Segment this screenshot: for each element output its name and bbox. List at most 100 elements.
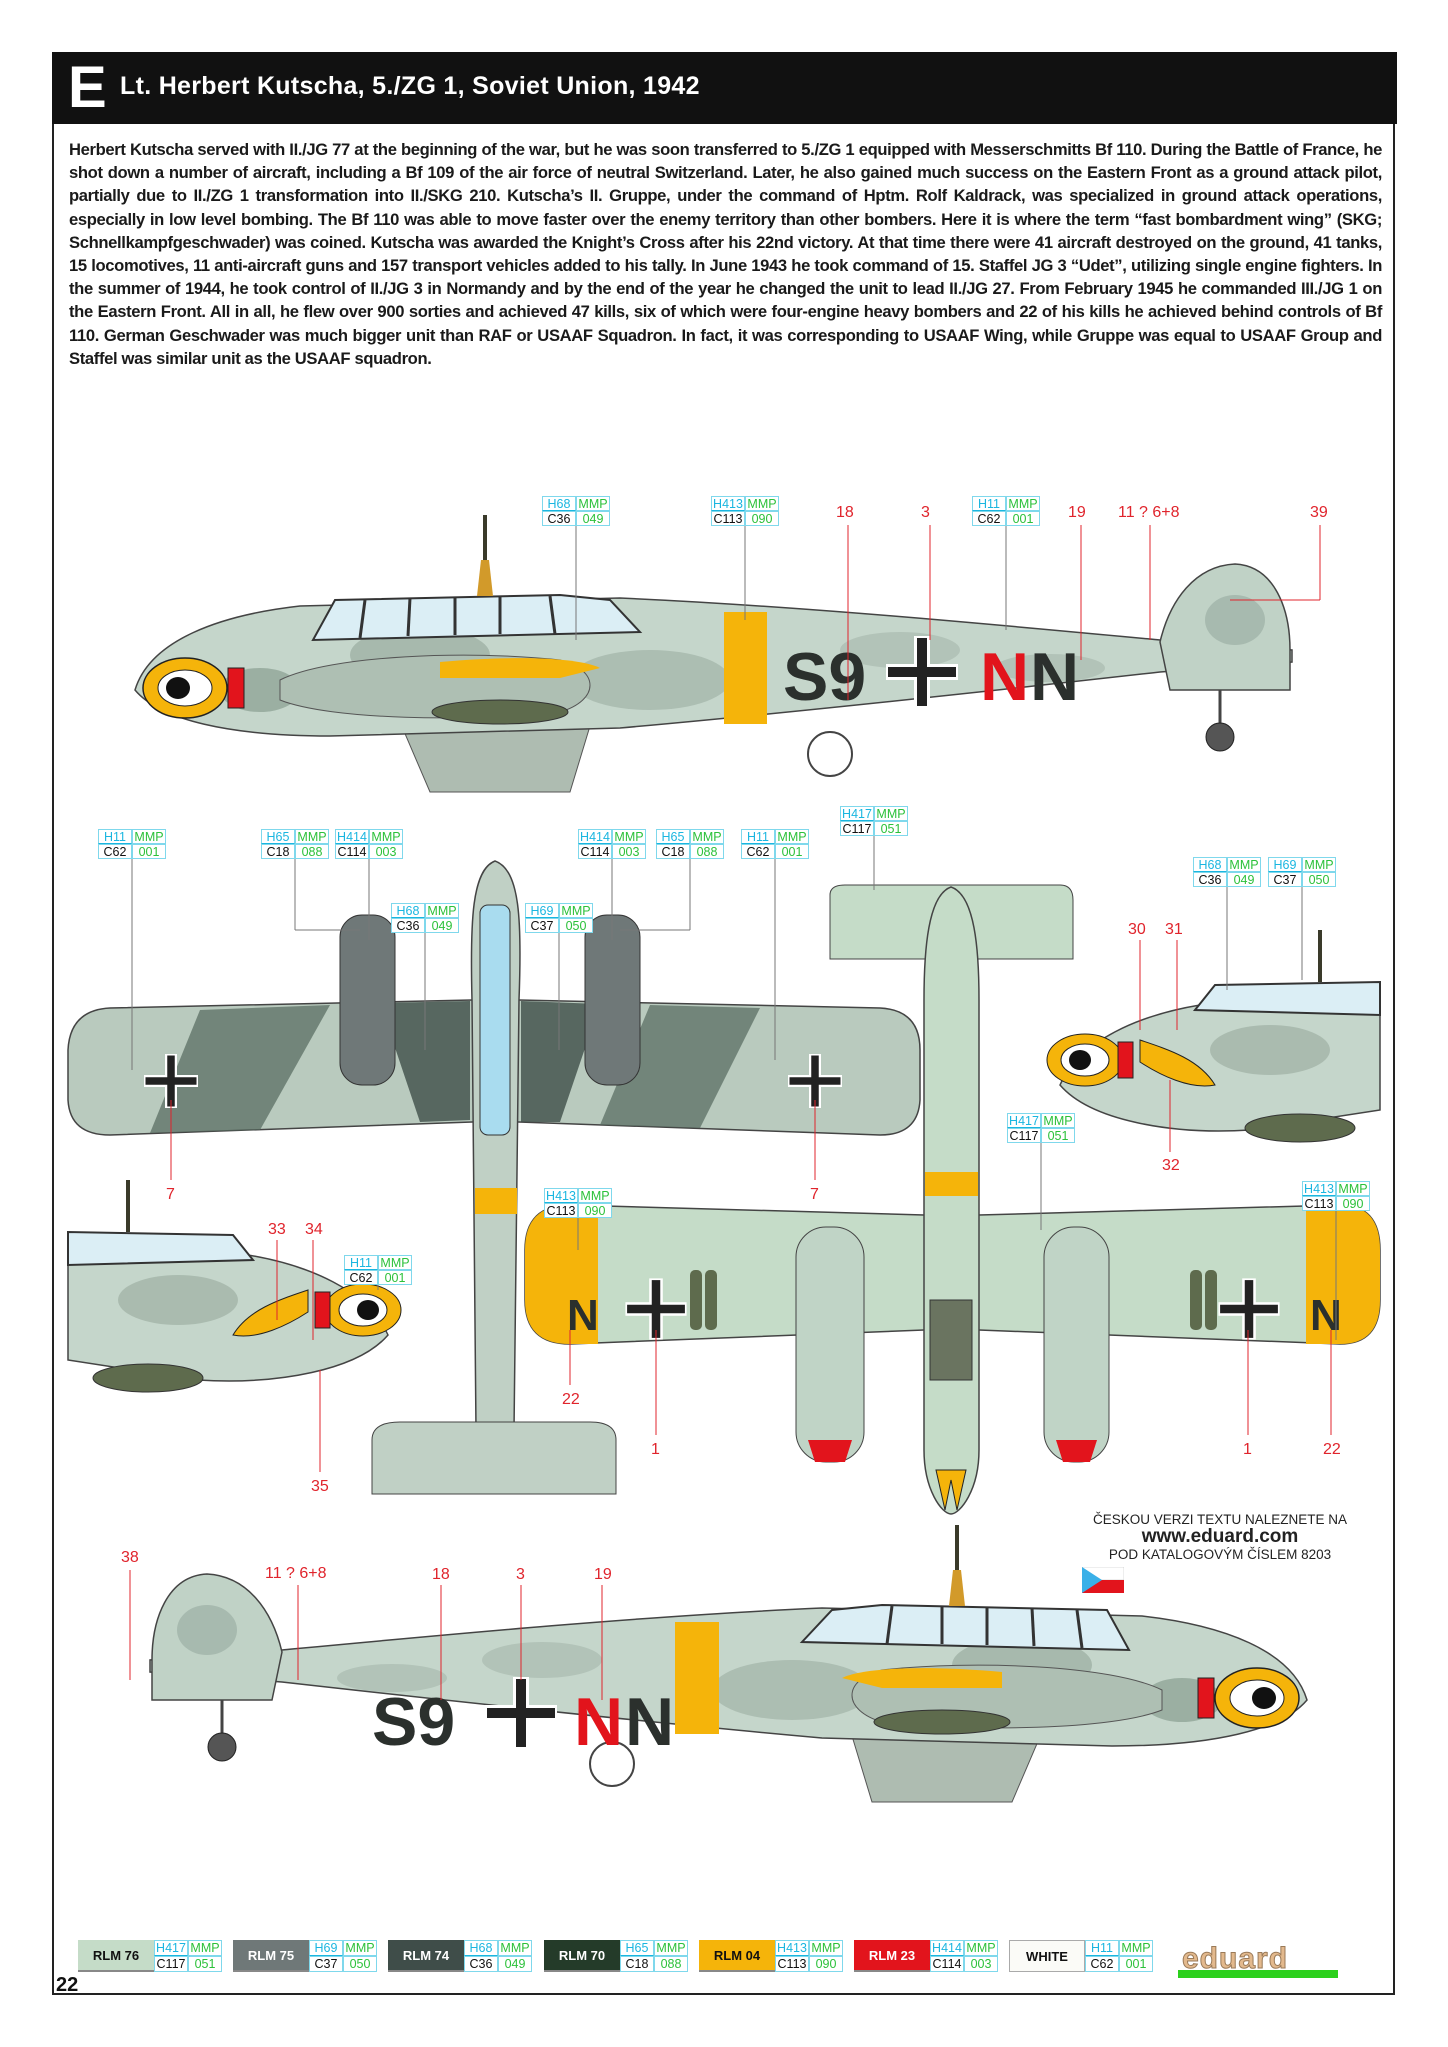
paint-code: 003 xyxy=(369,844,403,859)
fuselage-yellow-band xyxy=(724,612,767,724)
paint-code: MMP xyxy=(1006,496,1040,511)
paint-code: MMP xyxy=(559,903,593,918)
stencil-number: 34 xyxy=(305,1221,323,1238)
side-view-left xyxy=(133,513,1294,794)
paint-code: 090 xyxy=(745,511,779,526)
profile-header: E Lt. Herbert Kutscha, 5./ZG 1, Soviet U… xyxy=(52,52,1397,124)
nose-detail-right xyxy=(1045,928,1382,1144)
paint-code: C36 xyxy=(1193,872,1227,887)
stencil-number: 22 xyxy=(562,1391,580,1408)
paint-code: 049 xyxy=(498,1956,532,1972)
code-n-dark: N xyxy=(1030,639,1079,715)
paint-code: 088 xyxy=(654,1956,688,1972)
paint-code: H69 xyxy=(309,1940,343,1956)
eduard-logo: eduard xyxy=(1178,1942,1338,1980)
paint-code: 001 xyxy=(1006,511,1040,526)
paint-code: 051 xyxy=(188,1956,222,1972)
paint-code: H11 xyxy=(741,829,775,844)
paint-code: 003 xyxy=(612,844,646,859)
paint-code: H68 xyxy=(391,903,425,918)
paint-code: H68 xyxy=(464,1940,498,1956)
code-n-dark: N xyxy=(625,1684,674,1760)
paint-code: MMP xyxy=(775,829,809,844)
paint-code: H11 xyxy=(98,829,132,844)
paint-code: MMP xyxy=(425,903,459,918)
page-frame xyxy=(52,52,1395,1995)
paint-code: C62 xyxy=(344,1270,378,1285)
stencil-number: 38 xyxy=(121,1549,139,1566)
paint-code: H11 xyxy=(1085,1940,1119,1956)
legend-swatch: RLM 76 xyxy=(78,1940,154,1972)
eduard-url[interactable]: www.eduard.com xyxy=(1141,1526,1299,1547)
paint-code: H65 xyxy=(656,829,690,844)
paint-code: H414 xyxy=(930,1940,964,1956)
legend-swatch: RLM 04 xyxy=(699,1940,775,1972)
stencil-number: 39 xyxy=(1310,504,1328,521)
paint-code: C62 xyxy=(741,844,775,859)
paint-code: 001 xyxy=(1119,1956,1153,1972)
paint-code: 088 xyxy=(295,844,329,859)
paint-code: H413 xyxy=(544,1188,578,1203)
paint-code: C62 xyxy=(972,511,1006,526)
paint-code: 049 xyxy=(1227,872,1261,887)
paint-code: MMP xyxy=(343,1940,377,1956)
paint-code: 049 xyxy=(576,511,610,526)
paint-code: C18 xyxy=(261,844,295,859)
paint-code: MMP xyxy=(654,1940,688,1956)
paint-code: MMP xyxy=(612,829,646,844)
stencil-number: 19 xyxy=(594,1566,612,1583)
paint-code: C113 xyxy=(544,1203,578,1218)
profile-letter: E xyxy=(68,55,107,120)
paint-code: 001 xyxy=(378,1270,412,1285)
paint-code: H417 xyxy=(1007,1113,1041,1128)
stencil-number: 35 xyxy=(311,1478,329,1495)
paint-code: 090 xyxy=(578,1203,612,1218)
paint-code: 001 xyxy=(775,844,809,859)
stencil-number: 30 xyxy=(1128,921,1146,938)
paint-code: MMP xyxy=(132,829,166,844)
fuselage-yellow-band xyxy=(675,1622,719,1734)
paint-code: MMP xyxy=(809,1940,843,1956)
paint-code: MMP xyxy=(1302,857,1336,872)
paint-code: C114 xyxy=(578,844,612,859)
paint-code: MMP xyxy=(690,829,724,844)
code-n-red: N xyxy=(574,1684,623,1760)
paint-code: H69 xyxy=(525,903,559,918)
czech-version-note: ČESKOU VERZI TEXTU NALEZNETE NA www.edua… xyxy=(1070,1512,1370,1562)
stencil-number: 11 ? 6+8 xyxy=(265,1565,327,1582)
top-view xyxy=(67,860,921,1495)
stencil-number: 33 xyxy=(268,1221,286,1238)
paint-code: C114 xyxy=(335,844,369,859)
legend-swatch: RLM 74 xyxy=(388,1940,464,1972)
paint-code: C37 xyxy=(309,1956,343,1972)
czech-flag-icon xyxy=(1082,1567,1124,1593)
wing-letter-n: N xyxy=(1310,1291,1342,1340)
paint-code: C37 xyxy=(525,918,559,933)
stencil-number: 1 xyxy=(1243,1441,1252,1458)
stencil-number: 7 xyxy=(810,1186,819,1203)
paint-code: C113 xyxy=(711,511,745,526)
paint-code: C62 xyxy=(1085,1956,1119,1972)
paint-code: H68 xyxy=(1193,857,1227,872)
profile-title: Lt. Herbert Kutscha, 5./ZG 1, Soviet Uni… xyxy=(120,72,700,100)
paint-code: C18 xyxy=(656,844,690,859)
paint-code: C117 xyxy=(840,821,874,836)
bottom-view xyxy=(524,884,1381,1515)
